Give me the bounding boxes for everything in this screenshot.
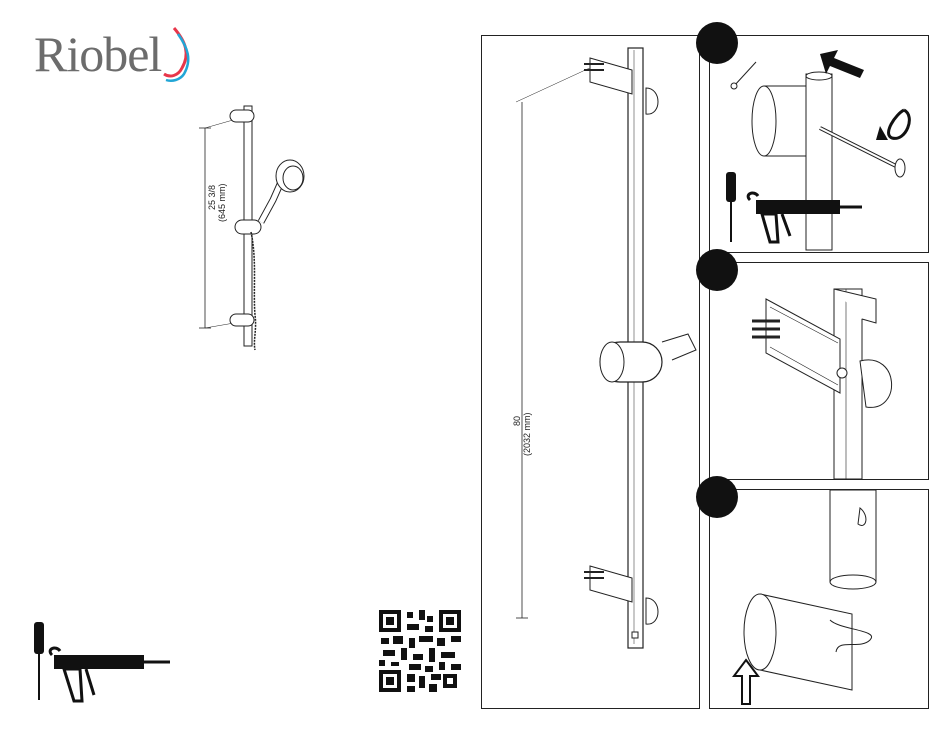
screwdriver-icon bbox=[724, 172, 738, 242]
caulking-gun-icon bbox=[46, 645, 171, 705]
step-1-panel bbox=[709, 35, 929, 253]
overview-shower-drawing bbox=[195, 100, 325, 350]
caulking-gun-icon bbox=[744, 194, 864, 244]
up-arrow-icon bbox=[734, 660, 758, 704]
qr-code-icon bbox=[377, 608, 463, 694]
brand-name: Riobel bbox=[34, 24, 161, 84]
step-2-panel bbox=[709, 262, 929, 480]
drill-arrow-icon bbox=[820, 48, 866, 82]
rotation-icon bbox=[876, 106, 916, 146]
main-dimension-metric: (2032 mm) bbox=[522, 412, 533, 456]
brand-logo: Riobel bbox=[34, 22, 204, 94]
overview-dimension-metric: (645 mm) bbox=[217, 183, 228, 222]
water-drop-icon bbox=[160, 24, 200, 84]
main-drawing-panel: 80 (2032 mm) bbox=[481, 35, 700, 709]
step-3-panel bbox=[709, 489, 929, 709]
step-2-drawing bbox=[710, 263, 928, 479]
main-shower-rail-drawing bbox=[482, 36, 699, 708]
